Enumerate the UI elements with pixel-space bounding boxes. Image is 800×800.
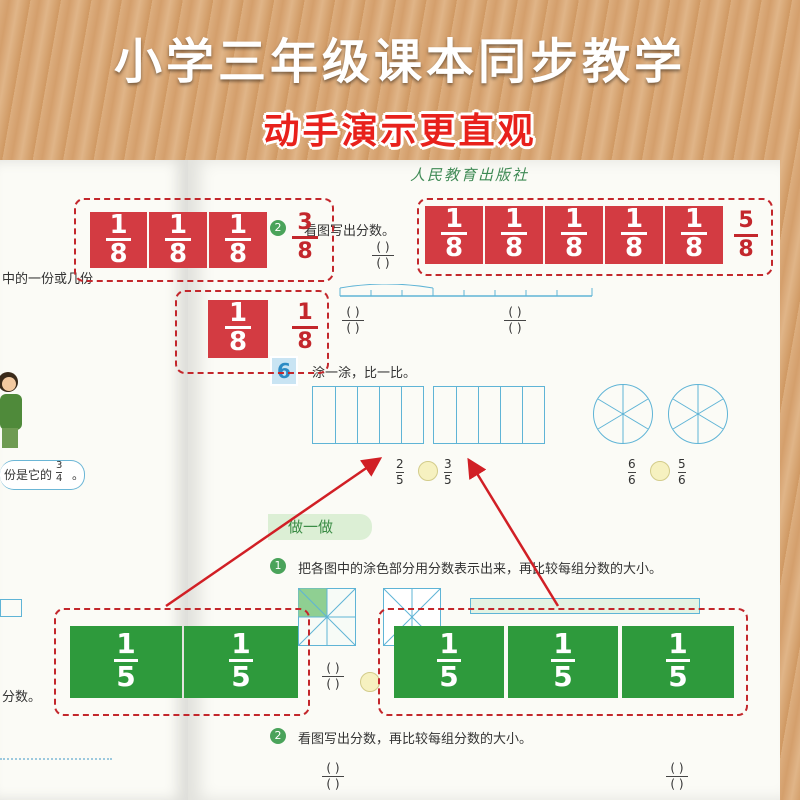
circle-sixths-1 [593,384,653,444]
circle-sixths-2 [668,384,728,444]
banner-subtitle: 动手演示更直观 [263,111,537,152]
question-2-text: 看图写出分数。 [304,224,396,239]
section-6-text: 涂一涂，比一比。 [312,366,417,381]
speech-text: 份是它的 [4,468,53,482]
banner-title: 小学三年级课本同步教学 [113,34,686,90]
speech-period: 。 [72,468,85,482]
exercise-2-badge: 2 [270,728,286,744]
exercise-1-text: 把各图中的涂色部分用分数表示出来，再比较每组分数的大小。 [298,562,663,577]
answer-blank: ( )( ) [500,306,530,335]
fifths-two-frame [54,608,310,716]
exercise-1-badge: 1 [270,558,286,574]
compare-circle[interactable] [418,461,438,481]
answer-blank: ( )( ) [318,662,348,691]
arrow-to-two-fifths [165,457,383,608]
exercise-tab: 做一做 [268,514,372,540]
left-small-box [0,599,22,617]
left-dotted-rule [0,758,112,760]
question-2-badge: 2 [270,220,286,236]
speech-bubble [0,460,85,490]
rect-fifths-1 [312,386,424,444]
strip-figure [470,598,700,614]
answer-blank: ( )( ) [338,306,368,335]
compare-circle[interactable] [650,461,670,481]
eighths-one-frame [175,290,329,374]
eighths-three-frame [74,198,334,282]
answer-blank: ( )( ) [662,762,692,791]
exercise-2-text: 看图写出分数，再比较每组分数的大小。 [298,732,533,747]
rect-fifths-2 [433,386,545,444]
arrow-to-three-fifths [467,457,560,607]
answer-blank: ( )( ) [368,241,398,270]
fifths-three-frame [378,608,748,716]
child-illustration [0,372,22,448]
answer-blank: ( )( ) [318,762,348,791]
number-line [339,284,593,297]
left-page-text-1: 中的一份或几份 [2,272,94,287]
left-page-text-2: 分数。 [2,690,42,705]
eighths-five-frame [417,198,773,276]
section-6-badge: 6 [270,356,298,386]
publisher-mark: 人民教育出版社 [410,166,530,184]
